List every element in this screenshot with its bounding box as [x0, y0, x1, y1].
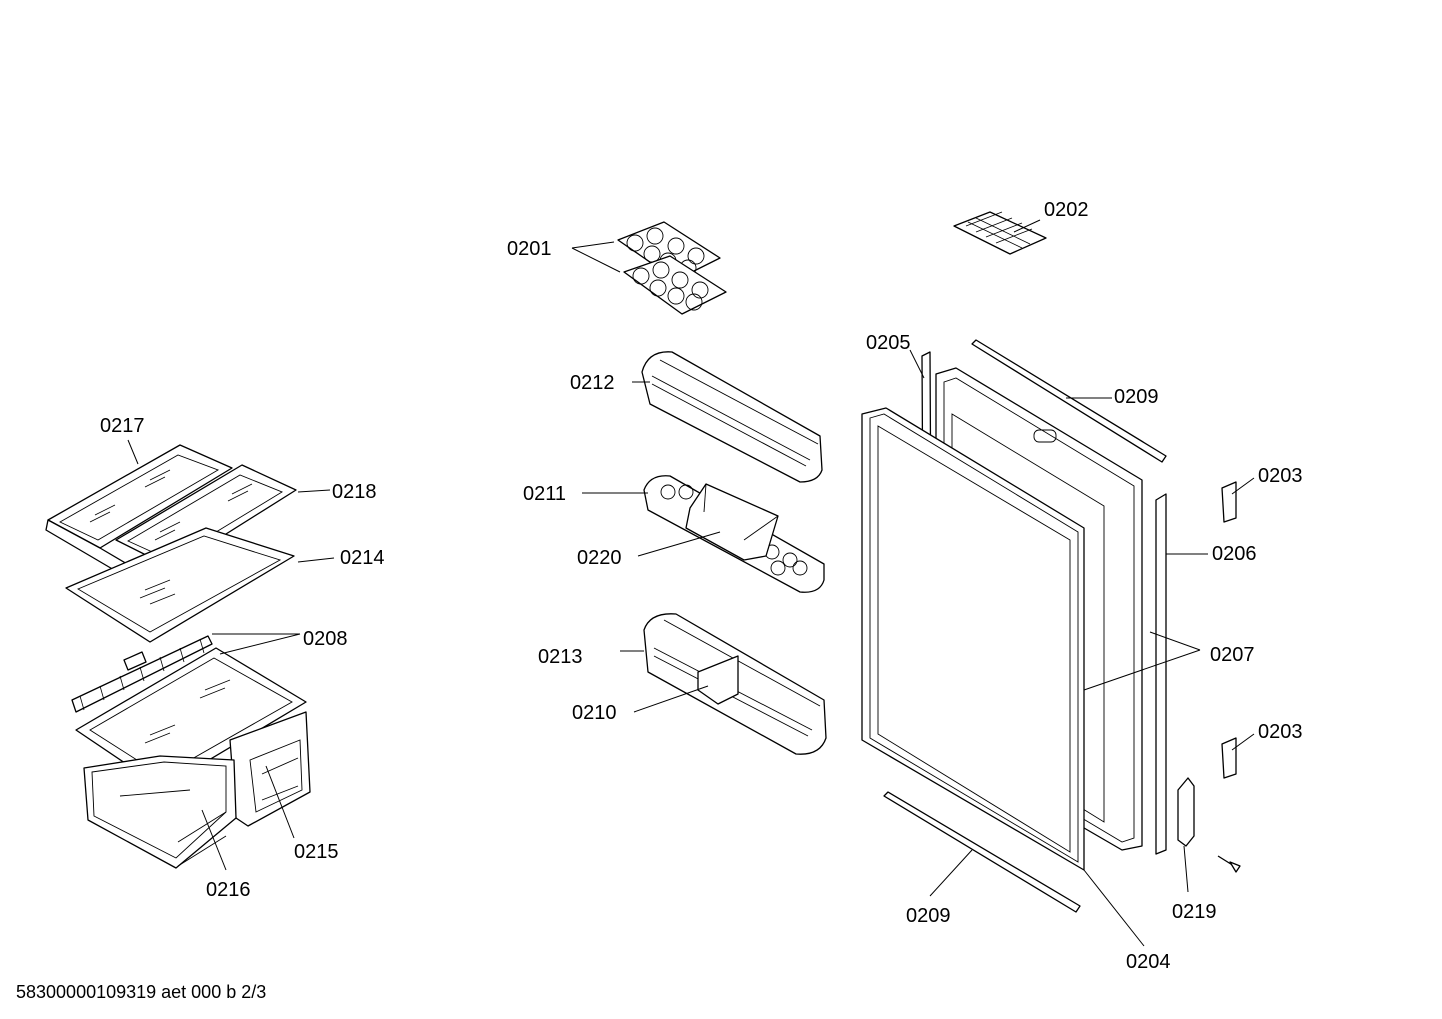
part-0201-egg-trays [617, 221, 727, 315]
label-0218: 0218 [332, 481, 377, 503]
label-0213: 0213 [538, 646, 583, 668]
part-0209-top-trim [971, 339, 1167, 463]
label-0206: 0206 [1212, 543, 1257, 565]
part-0216-crisper-left [83, 755, 237, 869]
label-0201: 0201 [507, 238, 552, 260]
label-0210: 0210 [572, 702, 617, 724]
part-0219-hinge [1177, 777, 1195, 847]
label-0214: 0214 [340, 547, 385, 569]
label-0203-top: 0203 [1258, 465, 1303, 487]
part-0209-bottom-trim [883, 791, 1081, 913]
part-0220-egg-holder-lid [685, 483, 779, 561]
part-0214-glass-shelf [65, 527, 295, 643]
label-0204: 0204 [1126, 951, 1171, 973]
label-0209-top: 0209 [1114, 386, 1159, 408]
part-0203-hinge-cover-top [1221, 481, 1237, 523]
part-0208-rail-and-glass [71, 635, 307, 789]
part-0217-shelf-frame [45, 444, 233, 578]
part-0215-crisper-right [229, 711, 311, 827]
label-0202: 0202 [1044, 199, 1089, 221]
label-0207: 0207 [1210, 644, 1255, 666]
label-0212: 0212 [570, 372, 615, 394]
label-0208: 0208 [303, 628, 348, 650]
part-0210-shelf-divider [697, 655, 739, 705]
part-0203-hinge-cover-bottom [1221, 737, 1237, 779]
label-0216: 0216 [206, 879, 251, 901]
label-0203-bottom: 0203 [1258, 721, 1303, 743]
part-0206-side-strip [1155, 493, 1167, 855]
label-0205: 0205 [866, 332, 911, 354]
label-0219: 0219 [1172, 901, 1217, 923]
label-0217: 0217 [100, 415, 145, 437]
label-0220: 0220 [577, 547, 622, 569]
screw-icon [1217, 855, 1241, 873]
label-0215: 0215 [294, 841, 339, 863]
label-0209-bottom: 0209 [906, 905, 951, 927]
document-id-footer: 58300000109319 aet 000 b 2/3 [16, 982, 266, 1002]
leader-lines [127, 219, 1255, 947]
label-0211: 0211 [523, 483, 566, 505]
part-0212-door-shelf [641, 351, 823, 483]
part-0204-door-gasket [861, 407, 1085, 871]
part-0202-ice-tray [953, 211, 1047, 255]
